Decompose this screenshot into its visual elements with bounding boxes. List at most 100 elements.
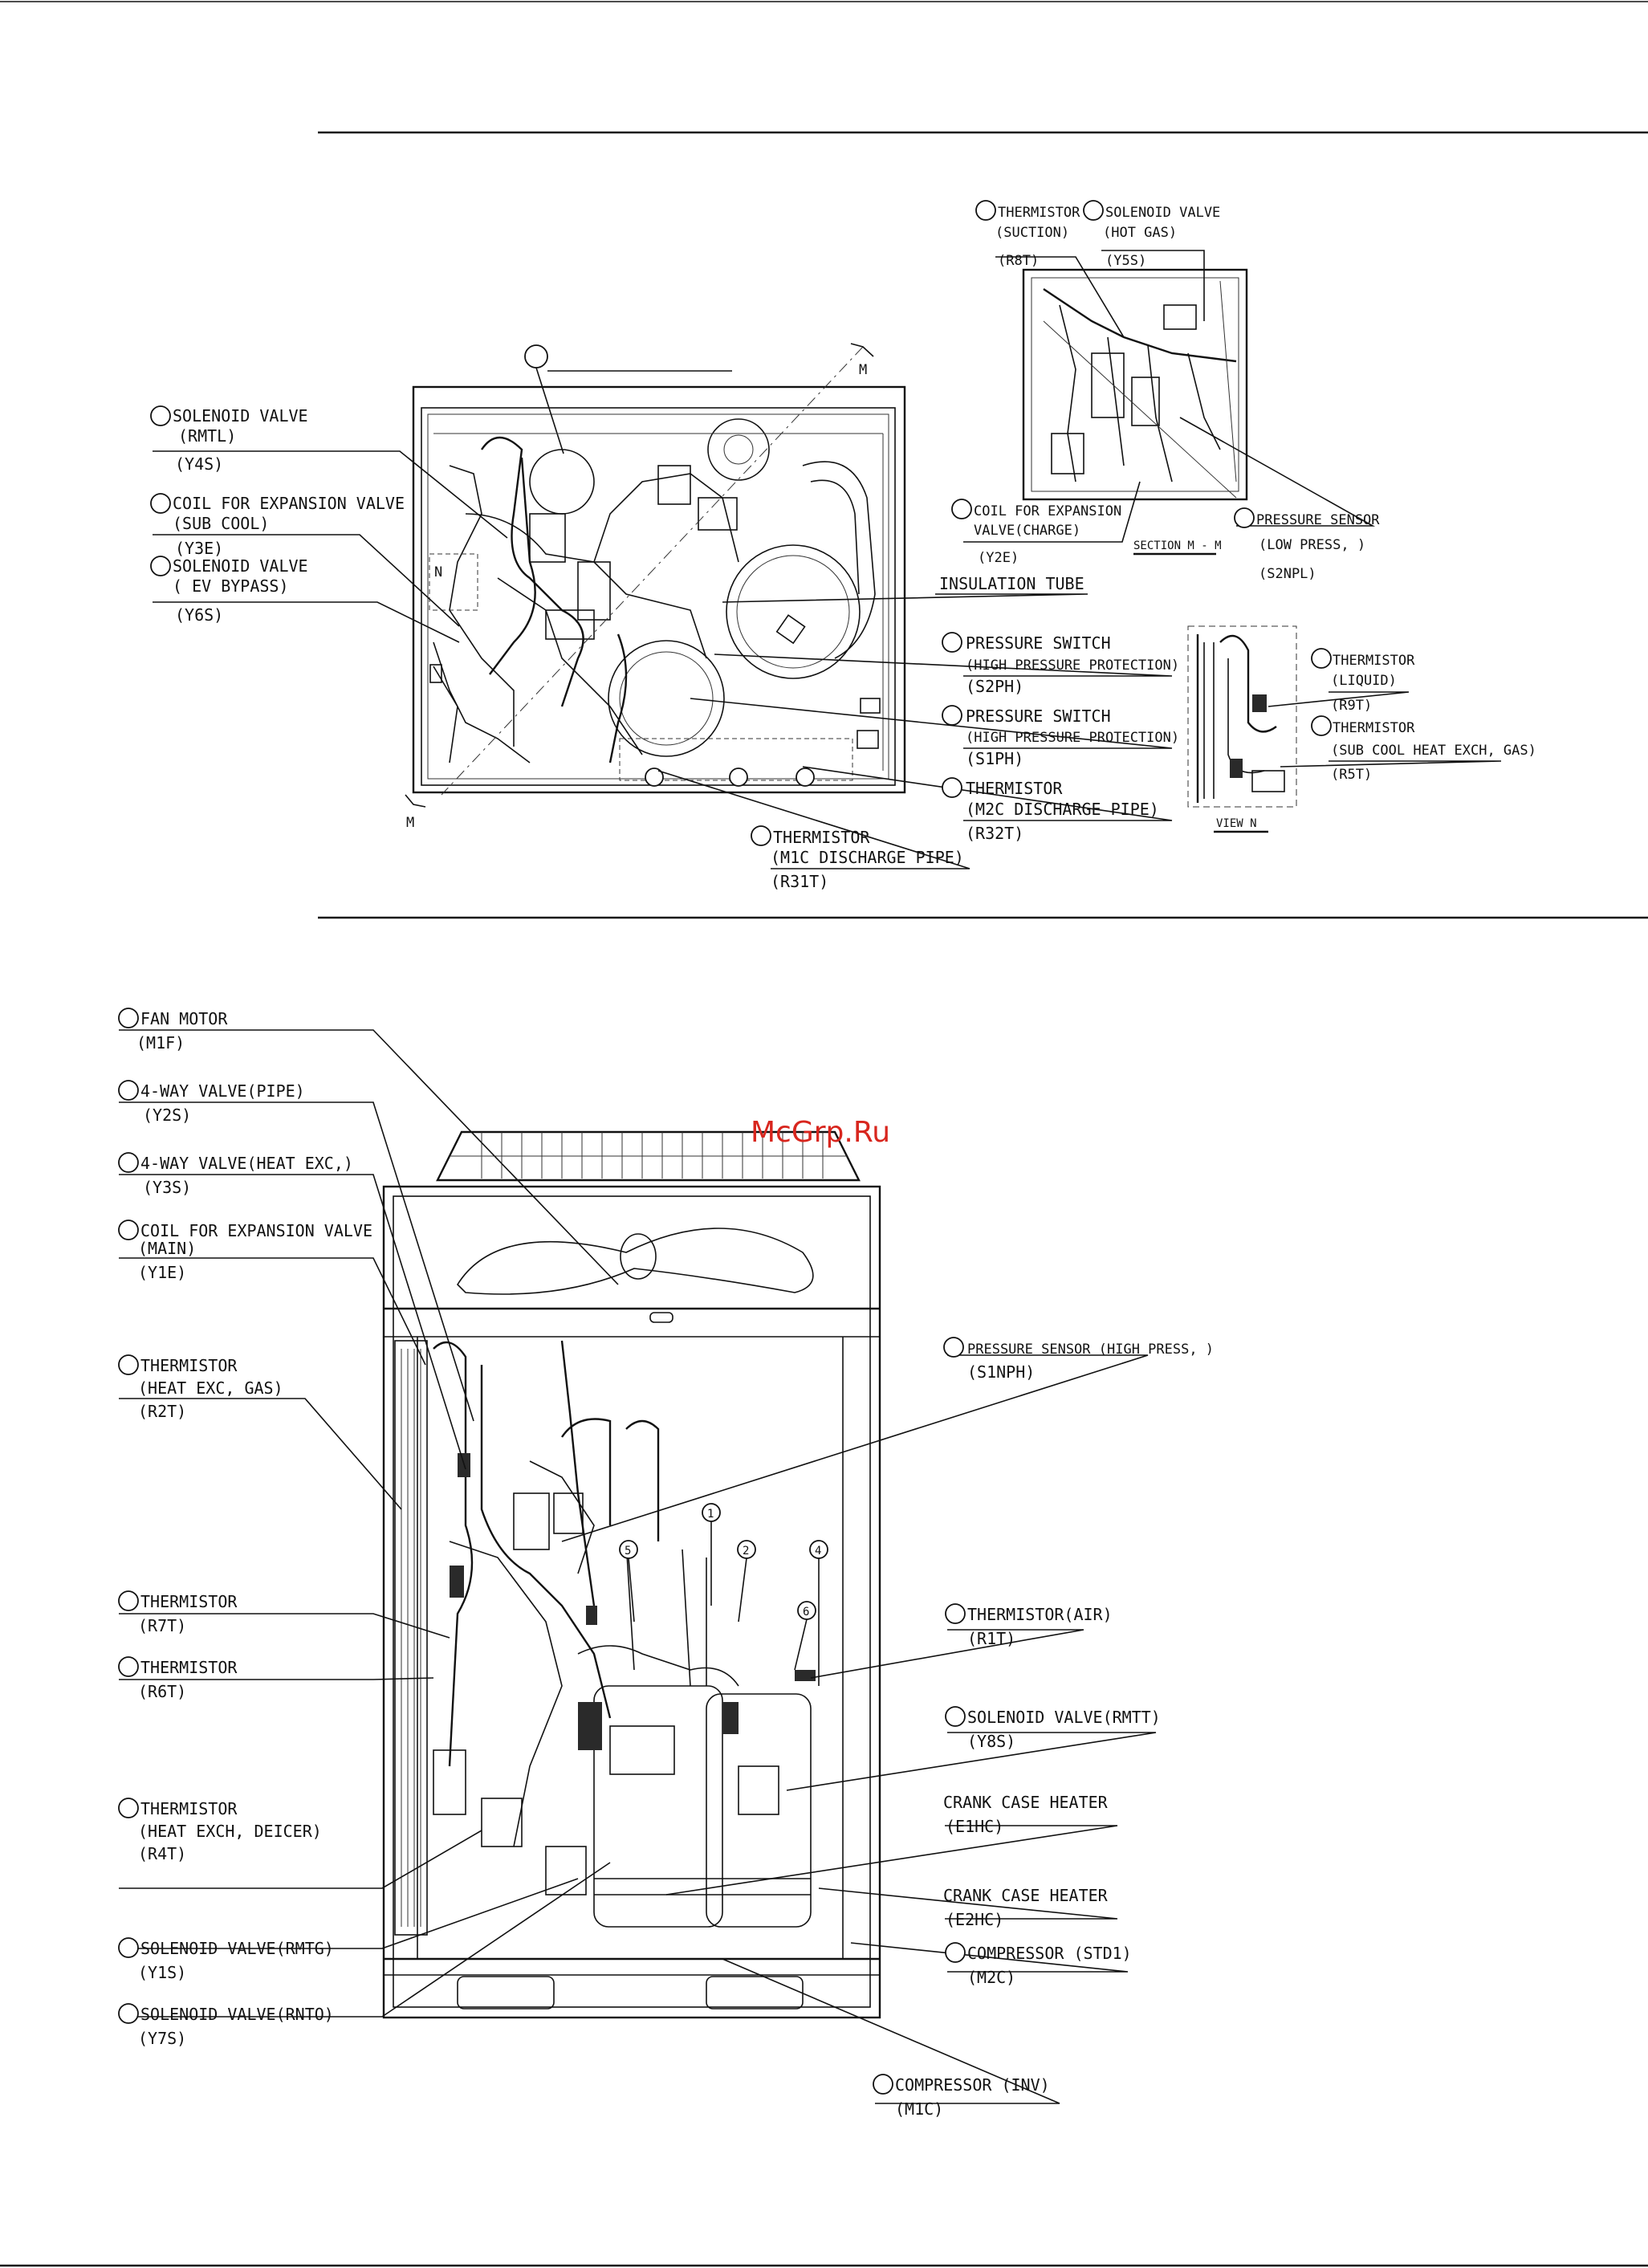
svg-text:(LIQUID): (LIQUID) (1331, 673, 1397, 689)
svg-text:(S2PH): (S2PH) (966, 677, 1023, 696)
svg-text:(Y7S): (Y7S) (138, 2029, 186, 2048)
svg-text:(Y2S): (Y2S) (143, 1105, 191, 1125)
callout-thermistor-deicer: THERMISTOR (HEAT EXCH, DEICER) (R4T) (118, 1798, 322, 1863)
svg-text:(R5T): (R5T) (1331, 767, 1372, 783)
svg-text:(E1HC): (E1HC) (946, 1817, 1003, 1836)
callout-fan-motor: FAN MOTOR (M1F) (118, 1008, 228, 1053)
svg-text:(Y6S): (Y6S) (175, 605, 223, 625)
svg-text:(R7T): (R7T) (138, 1616, 186, 1635)
callout-thermistor-heat-exc-gas: THERMISTOR (HEAT EXC, GAS) (R2T) (118, 1354, 283, 1421)
svg-text:4: 4 (815, 1545, 821, 1557)
svg-text:VIEW N: VIEW N (1216, 817, 1257, 830)
svg-text:THERMISTOR: THERMISTOR (140, 1799, 238, 1818)
svg-text:COIL FOR EXPANSION VALVE: COIL FOR EXPANSION VALVE (173, 494, 405, 513)
top-view-drawing (405, 343, 906, 808)
svg-text:THERMISTOR: THERMISTOR (140, 1356, 238, 1375)
svg-text:(E2HC): (E2HC) (946, 1910, 1003, 1929)
svg-text:(Y5S): (Y5S) (1105, 253, 1146, 269)
svg-text:(HEAT EXCH, DEICER): (HEAT EXCH, DEICER) (138, 1822, 322, 1841)
callout-thermistor-m2c: THERMISTOR (M2C DISCHARGE PIPE) (R32T) (942, 777, 1159, 843)
svg-text:PRESSURE SWITCH: PRESSURE SWITCH (966, 633, 1111, 653)
callout-solenoid-rmtt: SOLENOID VALVE(RMTT) (Y8S) (945, 1706, 1161, 1751)
callout-pressure-switch-s1ph: PRESSURE SWITCH (HIGH PRESSURE PROTECTIO… (942, 705, 1179, 768)
callout-4way-valve-heat-exc: 4-WAY VALVE(HEAT EXC,) (Y3S) (118, 1152, 353, 1197)
svg-text:(S1PH): (S1PH) (966, 749, 1023, 768)
callout-4way-valve-pipe: 4-WAY VALVE(PIPE) (Y2S) (118, 1080, 305, 1125)
svg-text:SOLENOID VALVE(RMTT): SOLENOID VALVE(RMTT) (967, 1708, 1161, 1727)
svg-text:(R2T): (R2T) (138, 1402, 186, 1421)
svg-text:CRANK CASE HEATER: CRANK CASE HEATER (943, 1793, 1109, 1812)
callout-thermistor-m1c: THERMISTOR (M1C DISCHARGE PIPE) (R31T) (751, 825, 964, 891)
svg-text:SOLENOID VALVE(RNTO): SOLENOID VALVE(RNTO) (140, 2005, 334, 2024)
svg-text:THERMISTOR: THERMISTOR (773, 828, 870, 847)
section-markers: M M N (406, 362, 867, 831)
svg-text:(Y2E): (Y2E) (978, 550, 1019, 566)
svg-text:THERMISTOR(AIR): THERMISTOR(AIR) (967, 1605, 1113, 1624)
watermark: McGrp.Ru (751, 1116, 890, 1149)
svg-text:N: N (434, 564, 442, 580)
svg-text:(Y8S): (Y8S) (967, 1732, 1015, 1751)
svg-text:THERMISTOR: THERMISTOR (966, 779, 1063, 798)
svg-text:( EV BYPASS): ( EV BYPASS) (173, 576, 289, 596)
section-mm-label: SECTION M - M (1133, 540, 1222, 556)
callout-insulation-tube: INSULATION TUBE (939, 574, 1084, 593)
view-n-label: VIEW N (1214, 817, 1268, 833)
svg-text:M: M (859, 362, 867, 378)
svg-text:(HOT GAS): (HOT GAS) (1103, 225, 1177, 241)
callout-pressure-switch-s2ph: PRESSURE SWITCH (HIGH PRESSURE PROTECTIO… (942, 632, 1179, 696)
svg-text:SOLENOID VALVE: SOLENOID VALVE (173, 556, 308, 576)
svg-text:SOLENOID VALVE: SOLENOID VALVE (173, 406, 308, 426)
svg-text:(MAIN): (MAIN) (138, 1239, 196, 1258)
svg-text:6: 6 (803, 1606, 809, 1619)
svg-text:THERMISTOR: THERMISTOR (1333, 653, 1415, 669)
svg-text:4-WAY VALVE(HEAT EXC,): 4-WAY VALVE(HEAT EXC,) (140, 1154, 353, 1173)
svg-text:(S1NPH): (S1NPH) (967, 1362, 1035, 1382)
svg-text:(LOW PRESS, ): (LOW PRESS, ) (1259, 537, 1365, 553)
svg-text:(R32T): (R32T) (966, 824, 1023, 843)
svg-text:M: M (406, 815, 414, 831)
callout-thermistor-suction: THERMISTOR (SUCTION) (R8T) (975, 200, 1080, 269)
callout-compressor-inv: COMPRESSOR (INV) (M1C) (873, 2074, 1050, 2119)
front-leader-lines (119, 1029, 1157, 2104)
svg-text:SOLENOID VALVE: SOLENOID VALVE (1105, 205, 1220, 221)
svg-text:4-WAY VALVE(PIPE): 4-WAY VALVE(PIPE) (140, 1081, 305, 1101)
svg-text:PRESSURE SWITCH: PRESSURE SWITCH (966, 706, 1111, 726)
callout-thermistor-air: THERMISTOR(AIR) (R1T) (945, 1603, 1113, 1648)
svg-text:(R8T): (R8T) (998, 253, 1039, 269)
callout-crank-case-e1hc: CRANK CASE HEATER (E1HC) (943, 1793, 1109, 1836)
callout-solenoid-rnto: SOLENOID VALVE(RNTO) (Y7S) (118, 2003, 334, 2048)
svg-text:CRANK CASE HEATER: CRANK CASE HEATER (943, 1886, 1109, 1905)
svg-text:PRESSURE SENSOR: PRESSURE SENSOR (1256, 512, 1380, 528)
svg-text:COIL FOR EXPANSION: COIL FOR EXPANSION (974, 503, 1121, 519)
callout-compressor-std1: COMPRESSOR (STD1) (M2C) (945, 1942, 1132, 1987)
svg-text:(SUCTION): (SUCTION) (995, 225, 1069, 241)
svg-text:THERMISTOR: THERMISTOR (1333, 720, 1415, 736)
svg-text:THERMISTOR: THERMISTOR (140, 1592, 238, 1611)
callout-solenoid-hot-gas: SOLENOID VALVE (HOT GAS) (Y5S) (1083, 200, 1220, 269)
svg-text:PRESSURE SENSOR (HIGH PRESS, ): PRESSURE SENSOR (HIGH PRESS, ) (967, 1342, 1214, 1358)
callout-thermistor-r6t: THERMISTOR (R6T) (118, 1656, 238, 1701)
callout-pressure-sensor-high: PRESSURE SENSOR (HIGH PRESS, ) (S1NPH) (943, 1337, 1214, 1382)
svg-text:(R1T): (R1T) (967, 1629, 1015, 1648)
svg-text:SOLENOID VALVE(RMTG): SOLENOID VALVE(RMTG) (140, 1939, 334, 1958)
callout-thermistor-sub-cool-gas: THERMISTOR (SUB COOL HEAT EXCH, GAS) (R5… (1311, 715, 1536, 783)
svg-text:(Y3S): (Y3S) (143, 1178, 191, 1197)
svg-text:SECTION M - M: SECTION M - M (1133, 540, 1222, 552)
svg-text:FAN MOTOR: FAN MOTOR (140, 1009, 228, 1028)
svg-text:THERMISTOR: THERMISTOR (998, 205, 1080, 221)
top-leader-lines (153, 250, 1502, 869)
view-n-drawing (1187, 625, 1297, 808)
callout-solenoid-rmtg: SOLENOID VALVE(RMTG) (Y1S) (118, 1937, 334, 1982)
svg-text:(R6T): (R6T) (138, 1682, 186, 1701)
svg-text:(R9T): (R9T) (1331, 698, 1372, 714)
svg-text:2: 2 (743, 1545, 749, 1557)
svg-text:(R4T): (R4T) (138, 1844, 186, 1863)
svg-text:(M2C): (M2C) (967, 1968, 1015, 1987)
svg-text:COMPRESSOR (STD1): COMPRESSOR (STD1) (967, 1944, 1132, 1963)
callout-thermistor-r7t: THERMISTOR (R7T) (118, 1590, 238, 1635)
callout-coil-charge: COIL FOR EXPANSION VALVE(CHARGE) (Y2E) (951, 499, 1121, 566)
svg-text:COIL FOR EXPANSION VALVE: COIL FOR EXPANSION VALVE (140, 1221, 372, 1240)
svg-text:(Y1S): (Y1S) (138, 1963, 186, 1982)
svg-text:(Y3E): (Y3E) (175, 539, 223, 558)
